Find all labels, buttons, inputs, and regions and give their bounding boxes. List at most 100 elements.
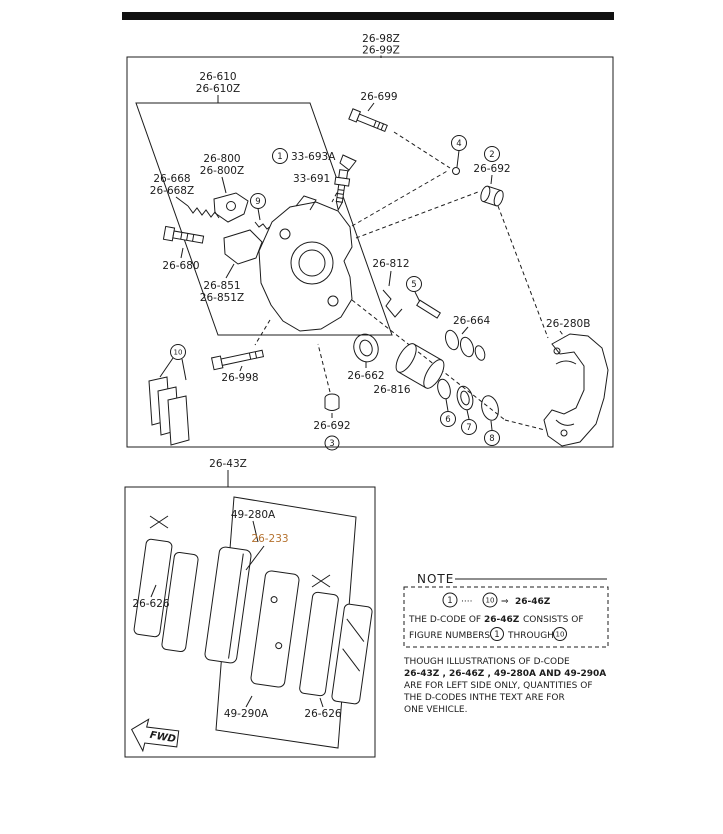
part-label-26800: 26-800	[203, 153, 240, 165]
part-body-26851: 26-851 26-851Z	[200, 229, 263, 304]
pad-kit-box: 26-43Z	[124, 458, 376, 758]
note-line2-pre: FIGURE NUMBERS	[409, 631, 490, 641]
note-line1-pre: THE D-CODE OF	[408, 615, 481, 625]
leader-line	[181, 358, 187, 381]
callout-number-3: 3	[329, 439, 334, 449]
cap-shape	[339, 154, 357, 171]
pad-clip-icon	[149, 515, 169, 529]
leader-line	[180, 247, 184, 259]
subassembly-outline	[135, 102, 393, 336]
note-dashed-box	[403, 586, 609, 648]
leader-line	[559, 330, 569, 343]
leader-line	[388, 270, 392, 287]
leader-line	[490, 420, 493, 431]
leader-line	[221, 176, 227, 194]
clip-shape	[382, 289, 403, 318]
part-guide-bolt-26699: 26-699	[348, 91, 398, 133]
part-label-26816: 26-816	[373, 384, 411, 396]
callout-number-8: 8	[489, 434, 494, 444]
leader-line	[225, 263, 235, 279]
part-shim-set-callout10: 10	[148, 344, 190, 446]
leader-line	[317, 343, 331, 393]
part-cap-26692-lower: 26-692 3	[313, 343, 351, 451]
part-seals-26664: 26-664	[445, 315, 491, 361]
assembly-code-top: 26-98Z	[362, 33, 400, 45]
callout-circle-1	[272, 148, 288, 164]
callout-number-10: 10	[486, 597, 495, 605]
part-label-26610: 26-610	[199, 71, 236, 83]
leader-line	[367, 102, 375, 112]
part-label-26812: 26-812	[372, 258, 409, 270]
callout-circle-10	[482, 592, 498, 608]
leader-line	[456, 150, 460, 168]
callout-number-1: 1	[447, 596, 452, 606]
caliper-body	[258, 195, 353, 332]
leader-line	[490, 174, 493, 185]
part-label-26662: 26-662	[347, 370, 384, 382]
leader-line	[175, 196, 189, 207]
assembly-code-bottom: 26-99Z	[362, 45, 400, 57]
callout-number-7: 7	[466, 423, 471, 433]
leader-line	[504, 419, 546, 431]
part-lever-26800: 26-800 26-800Z	[200, 153, 249, 223]
leader-line	[351, 169, 450, 227]
part-piston-26816: 26-816	[373, 343, 445, 396]
part-label-26800z: 26-800Z	[200, 165, 244, 177]
fwd-label: FWD	[149, 730, 177, 745]
callout-number-5: 5	[411, 280, 416, 290]
leader-line	[239, 365, 243, 372]
callout-number-1: 1	[494, 630, 499, 640]
pad-components	[133, 515, 373, 705]
leader-line	[159, 357, 174, 378]
leader-line	[245, 695, 253, 708]
part-label-33691: 33-691	[293, 173, 330, 185]
part-label-26699: 26-699	[360, 91, 397, 103]
part-label-26626-right: 26-626	[304, 708, 342, 720]
note-dots: ····	[461, 597, 472, 607]
callout-circle-2	[484, 146, 500, 162]
note-heading: NOTE	[417, 572, 454, 586]
callout-number-10: 10	[556, 631, 565, 639]
lever-shape	[213, 192, 249, 223]
header: 26-98Z 26-99Z	[122, 12, 614, 58]
note-para-4: THE D-CODES INTHE TEXT ARE FOR	[403, 693, 565, 703]
callout-circle-10	[170, 344, 186, 360]
part-mounting-bracket-26280b: 26-280B	[543, 318, 609, 447]
part-ball-callout4: 4	[451, 135, 467, 175]
callout-number-6: 6	[445, 415, 450, 425]
top-rule-bar	[122, 12, 614, 20]
part-label-26998: 26-998	[221, 372, 258, 384]
callout-number-4: 4	[456, 139, 461, 149]
callout-circle-3	[324, 435, 340, 451]
callout-circle-1	[490, 627, 504, 641]
part-label-26610z: 26-610Z	[196, 83, 240, 95]
ball-shape	[452, 167, 460, 175]
note-code: 26-46Z	[515, 597, 551, 607]
callout-circle-6	[440, 411, 456, 427]
note-arrow: ⇒	[501, 597, 509, 607]
part-slide-pin-26998: 26-998	[210, 349, 265, 384]
part-boot-26662: 26-662	[347, 333, 385, 382]
part-retaining-ring-8: 8	[481, 395, 500, 446]
callout-number-10: 10	[174, 349, 183, 357]
part-seal-ring-6: 6	[437, 378, 456, 427]
pad-labels: 49-280A 26-233 26-626 49-290A 26-626	[132, 509, 342, 720]
part-clip-26812: 26-812 5	[372, 258, 441, 319]
pad-clip-icon	[311, 574, 331, 588]
caliper-outline	[258, 201, 353, 332]
leader-line	[461, 326, 469, 335]
note-para-1: THOUGH ILLUSTRATIONS OF D-CODE	[403, 657, 570, 667]
spring-shape	[187, 205, 220, 219]
part-label-26626-left: 26-626	[132, 598, 170, 610]
callout-number-9: 9	[255, 197, 260, 207]
leader-line	[254, 319, 271, 346]
callout-number-2: 2	[489, 150, 494, 160]
fwd-direction-arrow: FWD	[130, 718, 180, 753]
note-line2-mid: THROUGH	[507, 631, 554, 641]
fwd-arrow-shape	[130, 718, 180, 753]
note-para-5: ONE VEHICLE.	[404, 705, 467, 715]
note-paragraph: THOUGH ILLUSTRATIONS OF D-CODE 26-43Z , …	[403, 657, 606, 715]
part-cap-33693a: 1 33-693A	[272, 148, 357, 171]
